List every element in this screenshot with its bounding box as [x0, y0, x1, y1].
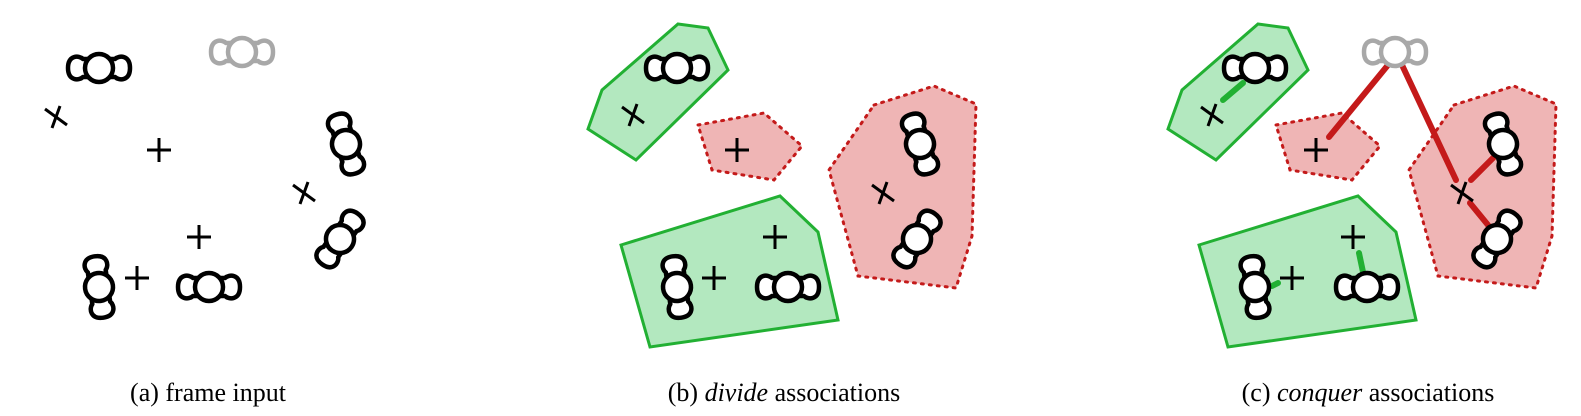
detection-cross-icon — [123, 264, 151, 292]
red-group-small — [1274, 111, 1383, 182]
detection-cross-icon — [145, 136, 173, 164]
caption-a: (a) frame input — [130, 378, 286, 407]
detection-cross-icon — [185, 223, 213, 251]
person-icon — [211, 38, 273, 66]
detection-cross-icon — [291, 180, 317, 206]
panel-a — [43, 38, 369, 320]
person-icon — [757, 273, 819, 301]
person-icon — [646, 54, 708, 82]
red-group-small — [696, 111, 805, 182]
person-icon — [323, 110, 369, 178]
person-icon — [178, 273, 240, 301]
person-icon — [311, 206, 369, 273]
person-icon — [68, 54, 130, 82]
person-icon — [81, 254, 117, 319]
association-links — [1220, 62, 1497, 289]
caption-c: (c) conquer associations — [1241, 378, 1495, 407]
person-icon — [1364, 38, 1426, 66]
detection-cross-icon — [43, 104, 69, 130]
panel-b — [586, 22, 978, 349]
person-icon — [1336, 273, 1398, 301]
panel-c — [1166, 22, 1558, 349]
red-group-large — [827, 84, 978, 290]
green-group-bottom — [619, 194, 840, 349]
person-icon — [1224, 54, 1286, 82]
caption-b: (b) divide associations — [667, 378, 901, 407]
red-group-large — [1407, 84, 1558, 290]
green-group-bottom — [1197, 194, 1418, 349]
